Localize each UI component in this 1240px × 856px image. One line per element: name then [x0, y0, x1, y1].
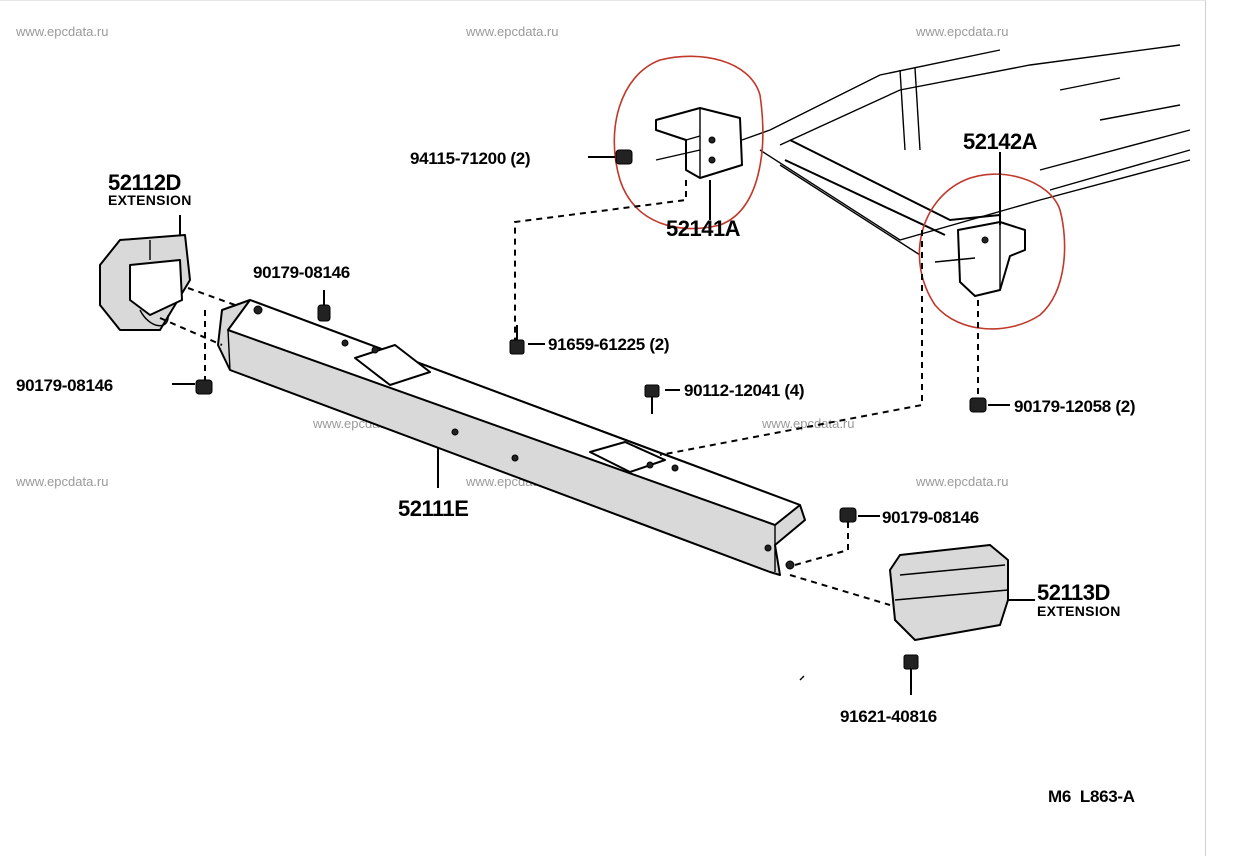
fastener-91621 — [903, 654, 919, 695]
label-91659-61225: 91659-61225 (2) — [548, 335, 669, 354]
fastener-90179-left — [195, 379, 213, 395]
watermark: www.epcdata.ru — [915, 24, 1009, 39]
watermark: www.epcdata.ru — [915, 474, 1009, 489]
highlight-circle-left — [613, 55, 764, 230]
diagram-frame — [0, 0, 1206, 856]
watermark: www.epcdata.ru — [15, 24, 109, 39]
fastener-90179-right — [839, 507, 857, 523]
label-90112-12041: 90112-12041 (4) — [684, 381, 804, 400]
label-52112D: 52112D — [108, 170, 181, 195]
leader-lines — [172, 152, 1035, 601]
label-90179-08146-top: 90179-08146 — [253, 263, 350, 282]
watermark: www.epcdata.ru — [761, 416, 855, 431]
label-90179-08146-left: 90179-08146 — [16, 376, 113, 395]
watermark: www.epcdata.ru — [15, 474, 109, 489]
fastener-90179-top — [317, 290, 331, 322]
diagram-code: M6 L863-A — [1048, 787, 1135, 806]
label-52113D-extension: EXTENSION — [1037, 603, 1121, 619]
fastener-90112 — [644, 384, 660, 414]
label-90179-08146-right: 90179-08146 — [882, 508, 979, 527]
watermark: www.epcdata.ru — [465, 24, 559, 39]
fastener-94115 — [615, 149, 633, 165]
stray-mark — [799, 675, 805, 681]
label-90179-12058: 90179-12058 (2) — [1014, 397, 1135, 416]
vehicle-frame — [759, 44, 1191, 256]
label-52141A: 52141A — [666, 216, 741, 241]
label-52112D-extension: EXTENSION — [108, 192, 192, 208]
bracket-52142A — [934, 221, 1026, 297]
fastener-90179-12058 — [969, 397, 987, 413]
label-91621-40816: 91621-40816 — [840, 707, 937, 726]
extension-52113D — [889, 544, 1009, 641]
bumper-52111E — [217, 299, 806, 576]
label-94115-71200: 94115-71200 (2) — [410, 149, 530, 168]
label-52111E: 52111E — [398, 496, 468, 521]
fastener-91659 — [509, 325, 525, 355]
extension-52112D — [99, 234, 191, 331]
bracket-52141A — [655, 107, 771, 179]
assembly-lines — [159, 180, 979, 606]
label-52142A: 52142A — [963, 129, 1038, 154]
label-52113D: 52113D — [1037, 580, 1110, 605]
